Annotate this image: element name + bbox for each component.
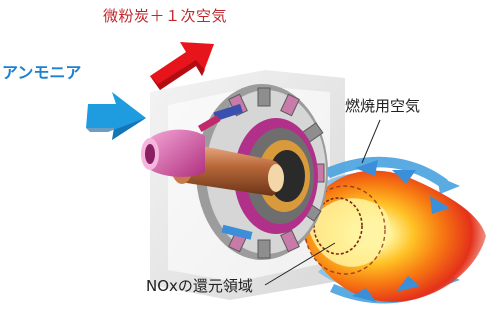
coal-primary-air-label: 微粉炭＋１次空気: [103, 7, 228, 25]
ammonia-label: アンモニア: [2, 63, 82, 82]
ammonia-inlet-pipe: [141, 129, 205, 177]
combustion-air-leader: [361, 119, 381, 164]
burner-icon: [170, 84, 328, 260]
nox-reduction-zone-label: NOxの還元領域: [146, 277, 253, 295]
nox-zone-leader: [264, 242, 336, 286]
blue-arrow-icon: [86, 92, 146, 140]
combustion-air-label: 燃焼用空気: [345, 97, 421, 115]
flame: [300, 160, 486, 302]
red-arrow-icon: [150, 42, 214, 90]
